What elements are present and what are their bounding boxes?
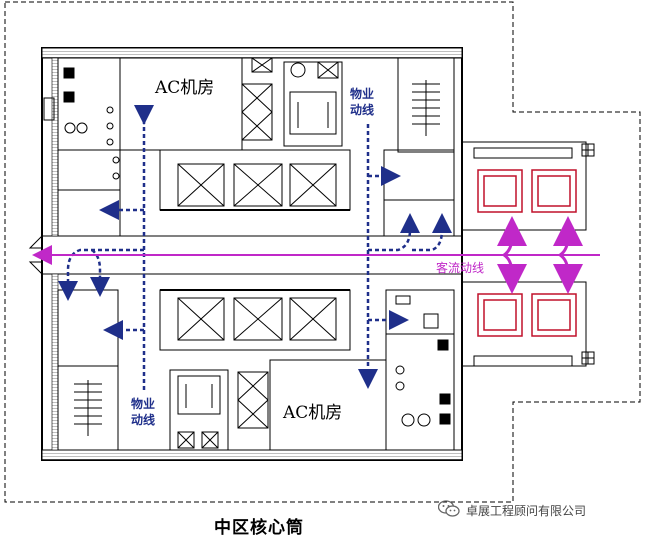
ac-room-top xyxy=(119,57,243,151)
guest-route xyxy=(32,216,600,294)
stair-bottom-left xyxy=(57,289,269,451)
service-route-label-top: 物业 动线 xyxy=(350,87,375,117)
watermark-brand: 卓展工程顾问有限公司 xyxy=(466,504,587,518)
guest-route-label: 客流动线 xyxy=(436,261,485,275)
stair-top-right xyxy=(383,57,455,237)
elevator-bank-top xyxy=(159,149,351,211)
toilet-block-top-left xyxy=(43,57,121,237)
ac-room-bottom-label: AC机房 xyxy=(283,403,343,423)
floor-boundary xyxy=(4,1,641,503)
diagram-caption: 中区核心筒 xyxy=(214,518,304,538)
toilet-block-bottom-right xyxy=(385,289,455,451)
elevator-bank-bottom xyxy=(159,289,351,351)
elevator-bank-guest xyxy=(477,169,577,337)
service-route-label-bottom: 物业 动线 xyxy=(131,397,156,427)
ac-room-top-label: AC机房 xyxy=(155,78,215,98)
wechat-icon xyxy=(438,500,460,517)
